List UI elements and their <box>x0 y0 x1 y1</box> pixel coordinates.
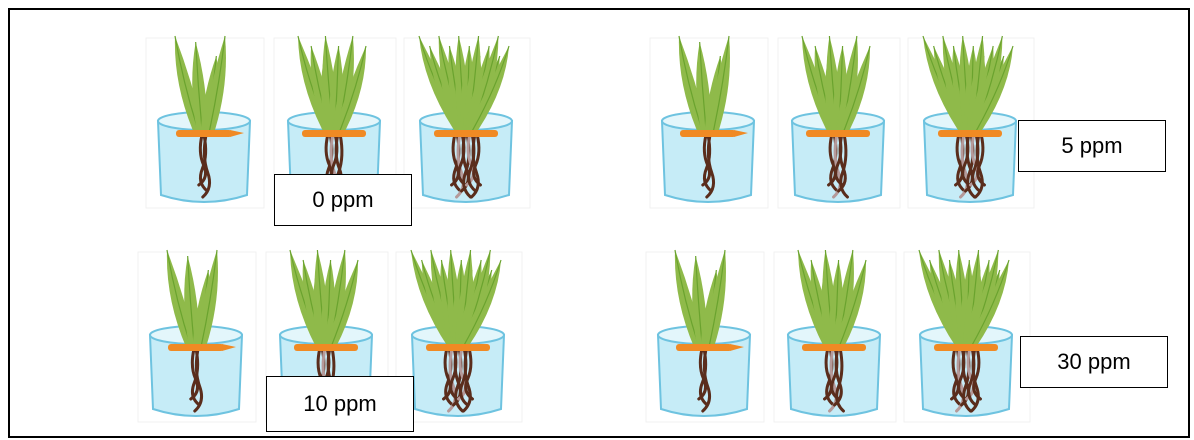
plant-jars <box>638 242 1033 427</box>
plant-jars <box>642 28 1037 213</box>
concentration-label-30ppm: 30 ppm <box>1020 336 1168 388</box>
concentration-label-5ppm: 5 ppm <box>1018 120 1166 172</box>
plant-group-5ppm <box>642 28 1037 213</box>
concentration-label-10ppm: 10 ppm <box>266 376 414 432</box>
concentration-label-0ppm: 0 ppm <box>274 174 412 226</box>
figure-frame: 0 ppm 5 ppm 10 ppm 30 ppm <box>8 8 1190 438</box>
plant-group-30ppm <box>638 242 1033 427</box>
